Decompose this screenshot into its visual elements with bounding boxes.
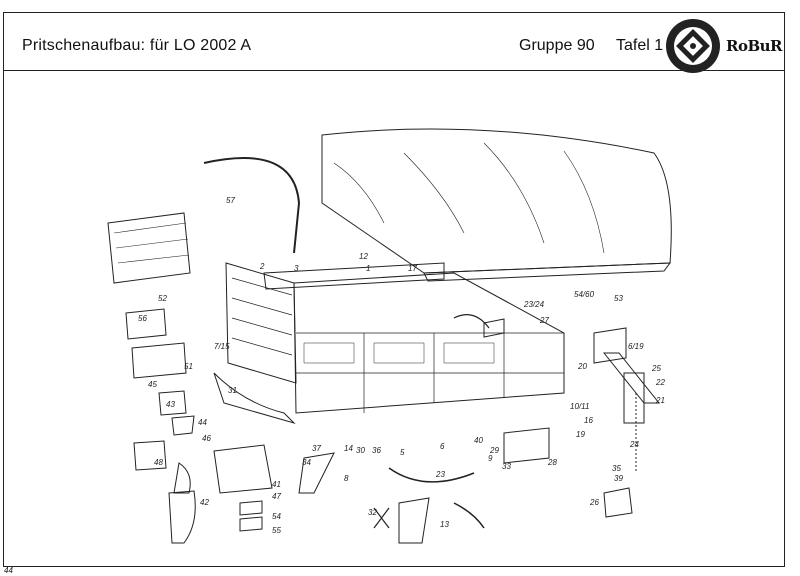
sheet-title: Pritschenaufbau: für LO 2002 A xyxy=(22,37,252,54)
callout-label: 6 xyxy=(440,442,445,451)
parts-sheet: Pritschenaufbau: für LO 2002 A Gruppe 90… xyxy=(3,12,785,567)
callout-label: 21 xyxy=(655,396,665,405)
callout-label: 54/60 xyxy=(574,290,595,299)
callout-label: 40 xyxy=(474,436,483,445)
callout-label: 7/15 xyxy=(214,342,230,351)
brand-logo: RoBuR xyxy=(726,37,783,55)
cargo-floor xyxy=(293,272,565,414)
callout-label: 25 xyxy=(651,364,661,373)
callout-label: 42 xyxy=(200,498,209,507)
plate-number: Tafel 1 xyxy=(616,37,664,54)
callout-label: 8 xyxy=(344,474,349,483)
callout-label: 54 xyxy=(272,512,281,521)
fuel-canister xyxy=(593,327,627,364)
callout-label: 30 xyxy=(356,446,365,455)
callout-label: 10/11 xyxy=(570,402,589,411)
callout-label: 20 xyxy=(577,362,587,371)
callout-label: 35 xyxy=(612,464,621,473)
callout-label: 56 xyxy=(138,314,147,323)
callout-label: 26 xyxy=(589,498,599,507)
callout-label: 41 xyxy=(272,480,281,489)
callout-label: 31 xyxy=(228,386,237,395)
callout-label: 5 xyxy=(400,448,405,457)
callout-label: 2 xyxy=(259,262,265,271)
callout-label: 45 xyxy=(148,380,157,389)
callout-label: 24 xyxy=(629,440,639,449)
callout-label: 51 xyxy=(184,362,193,371)
callout-label: 6/19 xyxy=(628,342,644,351)
callout-label: 29 xyxy=(489,446,499,455)
callout-label: 1 xyxy=(366,264,370,273)
callout-label: 34 xyxy=(302,458,311,467)
callout-label: 16 xyxy=(584,416,593,425)
callout-label: 46 xyxy=(202,434,211,443)
callout-label: 17 xyxy=(408,264,417,273)
callout-label: 3 xyxy=(294,264,299,273)
callout-label: 14 xyxy=(344,444,353,453)
callout-label: 27 xyxy=(539,316,549,325)
page-footer-mark: 44 xyxy=(4,566,13,575)
callout-label: 37 xyxy=(312,444,321,453)
part-callouts: 57 52 56 51 45 43 44 46 48 42 41 47 54 5… xyxy=(138,196,665,535)
quality-seal-logo xyxy=(666,19,720,73)
callout-label: 43 xyxy=(166,400,175,409)
callout-label: 32 xyxy=(368,508,377,517)
callout-label: 12 xyxy=(359,252,368,261)
tarp-bow xyxy=(203,157,301,254)
storage-basket xyxy=(107,212,191,284)
group-number: Gruppe 90 xyxy=(519,37,595,54)
front-wall xyxy=(225,262,297,384)
callout-label: 28 xyxy=(547,458,557,467)
callout-label: 39 xyxy=(614,474,623,483)
callout-label: 33 xyxy=(502,462,511,471)
exploded-assembly-drawing: 57 52 56 51 45 43 44 46 48 42 41 47 54 5… xyxy=(107,128,672,544)
callout-label: 23/24 xyxy=(523,300,545,309)
callout-label: 48 xyxy=(154,458,163,467)
callout-label: 44 xyxy=(198,418,207,427)
callout-label: 55 xyxy=(272,526,281,535)
callout-label: 52 xyxy=(158,294,167,303)
sheet-header: Pritschenaufbau: für LO 2002 A Gruppe 90… xyxy=(4,13,784,73)
callout-label: 47 xyxy=(272,492,281,501)
callout-label: 53 xyxy=(614,294,623,303)
toolbox xyxy=(213,444,273,494)
callout-label: 23 xyxy=(435,470,445,479)
callout-label: 9 xyxy=(488,454,493,463)
callout-label: 13 xyxy=(440,520,449,529)
tarpaulin-cover xyxy=(321,128,672,274)
callout-label: 22 xyxy=(655,378,665,387)
callout-label: 36 xyxy=(372,446,381,455)
callout-label: 19 xyxy=(576,430,585,439)
callout-label: 57 xyxy=(226,196,235,205)
